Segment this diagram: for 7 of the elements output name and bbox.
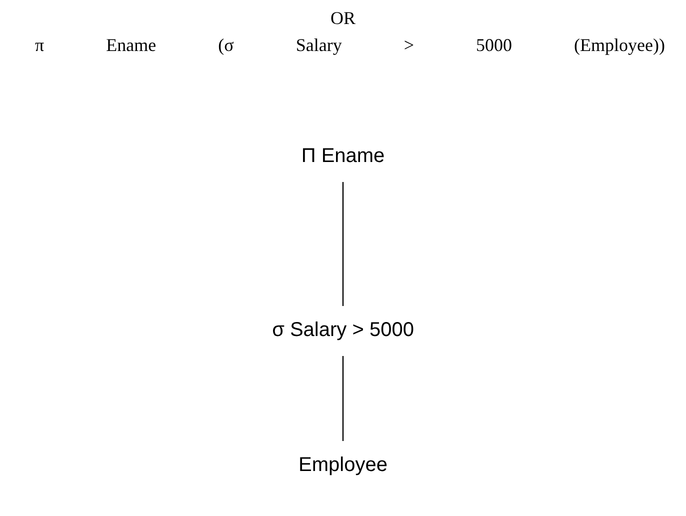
connector-line (342, 356, 344, 441)
tree-node-text: Π Ename (193, 140, 493, 172)
tree-node-text: Employee (193, 449, 493, 481)
expression-text: π Ename (σ Salary > 5000 (Employee)) (35, 34, 665, 57)
or-text: OR (329, 7, 356, 30)
connector-line (342, 182, 344, 306)
tree-node-text: σ Salary > 5000 (193, 314, 493, 346)
